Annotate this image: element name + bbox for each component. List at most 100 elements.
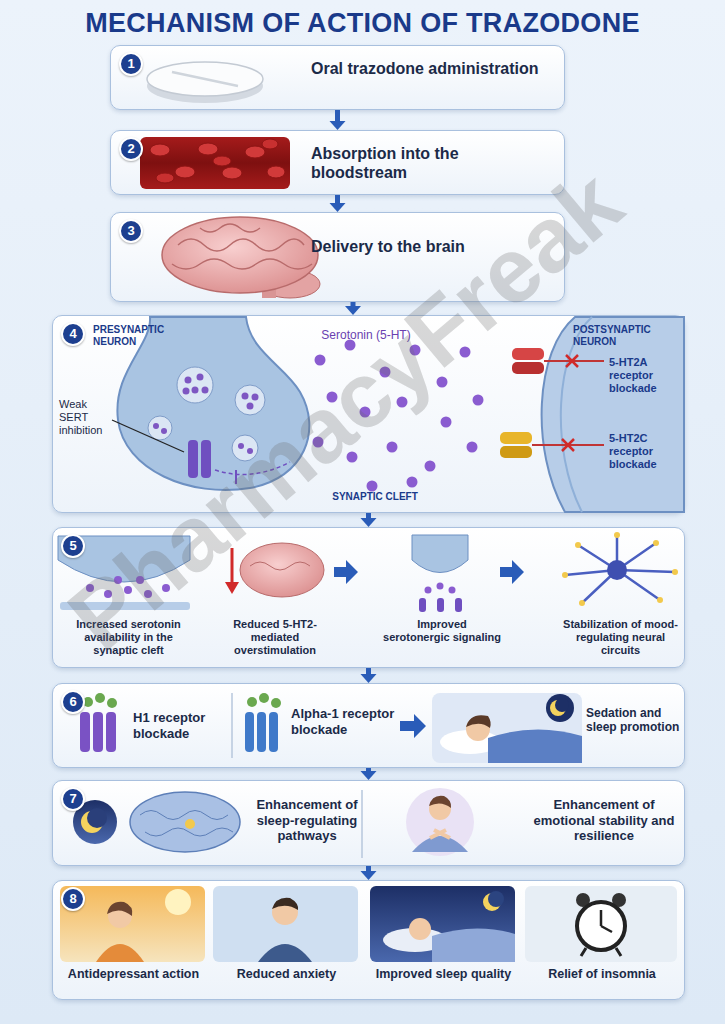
sert-transporter — [112, 420, 290, 484]
presynaptic-neuron-part — [242, 393, 249, 400]
sleeping-person-illustration-part — [555, 698, 569, 712]
presynaptic-neuron-part — [183, 388, 190, 395]
presynaptic-neuron-part — [185, 377, 192, 384]
flow-arrow — [361, 866, 377, 880]
serotonin-molecules-part — [410, 345, 421, 356]
effect-caption: Alpha-1 receptor blockade — [291, 706, 396, 737]
receptor-label: 5-HT2C receptor blockade — [609, 432, 684, 472]
outcome-illustration-part — [370, 886, 515, 962]
outcome-illustration-part — [409, 918, 431, 940]
calm-person-illustration-part — [429, 796, 451, 808]
h1-receptor-icon-part — [80, 712, 90, 752]
effect-caption: H1 receptor blockade — [133, 710, 243, 741]
5ht2a-receptor-part — [566, 355, 578, 367]
step-number: 8 — [61, 887, 85, 911]
brain-illustration — [162, 217, 320, 298]
step-number-text: 8 — [63, 889, 83, 909]
neural-network-illustration-part — [607, 560, 627, 580]
blood-vessel-illustration-part — [156, 173, 174, 183]
outcome-illustration-part — [576, 893, 590, 907]
5ht2c-receptor-part — [562, 439, 574, 451]
arrow-shaft — [366, 866, 371, 872]
step-number-text: 7 — [63, 789, 83, 809]
pill-illustration-part — [147, 69, 263, 103]
effect-caption: Reduced 5-HT2-mediated overstimulation — [216, 618, 334, 658]
neural-network-illustration-part — [672, 569, 678, 575]
serotonin-molecules-part — [315, 355, 326, 366]
effect-caption: Stabilization of mood-regulating neural … — [558, 618, 683, 658]
step-number-text: 2 — [121, 139, 141, 159]
brain-pathway-illustration — [130, 792, 240, 852]
sert-transporter-part — [215, 462, 290, 475]
flow-arrow — [334, 560, 524, 584]
serotonin-molecules-part — [345, 340, 356, 351]
flow-arrow-part — [334, 560, 358, 584]
flow-arrow — [330, 110, 346, 130]
synapse-signal-illustration — [412, 535, 468, 612]
h1-receptor-icon-part — [95, 693, 105, 703]
brain-illustration-part — [178, 239, 304, 251]
step-number: 5 — [61, 534, 85, 558]
calm-person-illustration — [406, 788, 474, 856]
serotonin-molecules-part — [313, 437, 324, 448]
presynaptic-neuron-part — [202, 387, 209, 394]
outcome-illustration-part — [525, 886, 677, 962]
brain-pathway-illustration-part — [145, 828, 233, 836]
brain-pathway-illustration-part — [140, 811, 228, 820]
presynaptic-neuron-part — [252, 394, 259, 401]
sleeping-person-illustration-part — [432, 693, 582, 763]
step-number: 6 — [61, 690, 85, 714]
arrow-head — [330, 121, 346, 130]
flow-arrow — [345, 302, 361, 315]
serotonin-molecules-part — [387, 442, 398, 453]
brain-mini-illustration — [225, 543, 324, 597]
presynaptic-neuron-part — [192, 387, 199, 394]
sert-transporter-part — [112, 420, 184, 452]
synapse-mini-illustration-part — [124, 586, 132, 594]
flow-arrow — [361, 513, 377, 527]
effect-caption: Improved serotonergic signaling — [383, 618, 501, 644]
moon-icon-part — [87, 808, 107, 828]
divider — [232, 693, 362, 858]
blood-vessel-illustration-part — [262, 139, 278, 149]
pill-illustration — [147, 62, 263, 103]
neural-network-illustration-part — [614, 532, 620, 538]
synapse-mini-illustration-part — [144, 590, 152, 598]
neural-network-illustration-part — [653, 540, 659, 546]
outcome-illustration — [60, 886, 677, 962]
neural-network-illustration-part — [579, 600, 585, 606]
step-number: 1 — [119, 52, 143, 76]
effect-caption: Enhancement of emotional stability and r… — [528, 797, 680, 844]
h1-receptor-icon — [80, 693, 117, 752]
serotonin-molecules-part — [347, 452, 358, 463]
arrow-head — [361, 771, 377, 780]
synapse-mini-illustration-part — [60, 602, 190, 610]
sert-transporter-part — [188, 440, 198, 478]
brain-mini-illustration-part — [225, 582, 239, 594]
callout-text: Weak SERT inhibition — [59, 398, 117, 438]
5ht2c-receptor — [500, 432, 604, 458]
step-number-text: 6 — [63, 692, 83, 712]
flow-arrow — [361, 768, 377, 780]
outcome-illustration-part — [488, 891, 504, 907]
blood-vessel-illustration-part — [267, 166, 285, 178]
serotonin-molecules-part — [467, 442, 478, 453]
outcome-illustration-part — [272, 898, 298, 910]
calm-person-illustration-part — [429, 798, 451, 820]
moon-icon-part — [73, 800, 117, 844]
presynaptic-neuron-part — [177, 367, 213, 403]
arrow-shaft — [366, 513, 371, 519]
sleeping-person-illustration-part — [546, 694, 574, 722]
alpha1-receptor-icon-part — [259, 693, 269, 703]
molecule-label: Serotonin (5-HT) — [321, 328, 411, 342]
synapse-signal-illustration-part — [437, 598, 444, 612]
presynaptic-neuron-part — [247, 448, 253, 454]
synapse-mini-illustration-part — [114, 576, 122, 584]
blood-vessel-illustration-part — [222, 167, 242, 179]
brain-mini-illustration-part — [240, 543, 324, 597]
5ht2a-receptor-part — [512, 348, 544, 360]
outcome-illustration-part — [581, 948, 621, 956]
arrow-shaft — [366, 668, 371, 675]
5ht2a-receptor-part — [512, 362, 544, 374]
serotonin-molecules-part — [473, 395, 484, 406]
